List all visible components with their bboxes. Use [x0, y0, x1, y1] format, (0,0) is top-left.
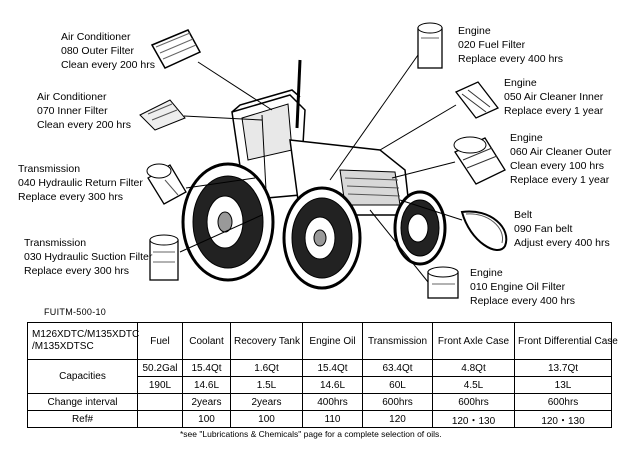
table-cell: 1.5L — [230, 376, 303, 394]
table-cell: 14.6L — [182, 376, 231, 394]
table-row: Capacities 50.2Gal 15.4Qt 1.6Qt 15.4Qt 6… — [27, 359, 612, 394]
row-label: Capacities — [27, 359, 138, 394]
callout-part: 080 Outer Filter — [61, 45, 134, 57]
callout-part: 030 Hydraulic Suction Filter — [24, 251, 153, 263]
inner-filter-part — [139, 99, 186, 131]
callout-part: 070 Inner Filter — [37, 105, 108, 117]
table-cell: 14.6L — [302, 376, 363, 394]
model-header: M126XDTC/M135XDTC /M135XDTSC — [27, 322, 140, 360]
tractor-illustration — [181, 59, 447, 290]
figure-id: FUITM-500-10 — [44, 307, 107, 317]
table-cell: 13.7Qt — [514, 359, 612, 377]
callout-part: 060 Air Cleaner Outer — [510, 146, 612, 158]
footnote: *see "Lubrications & Chemicals" page for… — [180, 429, 442, 439]
callout-interval: Clean every 200 hrs — [37, 119, 131, 131]
table-cell: 4.8Qt — [432, 359, 515, 377]
callout-interval: Clean every 200 hrs — [61, 59, 155, 71]
model-line-1: M126XDTC/M135XDTC — [32, 329, 140, 340]
row-label: Change interval — [27, 393, 138, 411]
table-cell: 600hrs — [514, 393, 612, 411]
callout-interval: Replace every 300 hrs — [18, 191, 124, 203]
fuel-filter-part — [417, 22, 443, 69]
callout-system: Transmission — [18, 163, 81, 175]
callout-interval: Adjust every 400 hrs — [514, 237, 610, 249]
table-cell: 120・130 — [432, 410, 515, 428]
table-cell: 2years — [182, 393, 231, 411]
table-cell: 4.5L — [432, 376, 515, 394]
callout-part: 040 Hydraulic Return Filter — [18, 177, 143, 189]
callout-part: 090 Fan belt — [514, 223, 573, 235]
callout-belt-fan-belt: Belt 090 Fan belt Adjust every 400 hrs — [514, 208, 610, 250]
callout-interval: Replace every 1 year — [504, 105, 604, 117]
table-cell: 400hrs — [302, 393, 363, 411]
callout-system: Belt — [514, 209, 533, 221]
callout-air-conditioner-outer-filter: Air Conditioner 080 Outer Filter Clean e… — [61, 30, 155, 72]
table-cell: 120・130 — [514, 410, 612, 428]
callout-interval: Replace every 300 hrs — [24, 265, 130, 277]
table-row: Ref# 100 100 110 120 120・130 120・130 — [27, 410, 612, 428]
table-cell: 1.6Qt — [230, 359, 303, 377]
hydraulic-return-filter-part — [146, 163, 187, 205]
column-header: Fuel — [137, 322, 183, 360]
callout-transmission-suction-filter: Transmission 030 Hydraulic Suction Filte… — [24, 236, 152, 278]
table-cell: 13L — [514, 376, 612, 394]
table-cell: 100 — [230, 410, 303, 428]
table-cell: 50.2Gal — [137, 359, 183, 377]
callout-system: Engine — [470, 267, 503, 279]
callout-system: Transmission — [24, 237, 87, 249]
callout-engine-air-cleaner-outer: Engine 060 Air Cleaner Outer Clean every… — [510, 131, 612, 187]
callout-system: Engine — [504, 77, 537, 89]
column-header: Transmission — [362, 322, 433, 360]
column-header: Coolant — [182, 322, 231, 360]
callout-part: 020 Fuel Filter — [458, 39, 526, 51]
callout-part: 010 Engine Oil Filter — [470, 281, 566, 293]
table-cell: 100 — [182, 410, 231, 428]
capacities-table: M126XDTC/M135XDTC /M135XDTSC Fuel Coolan… — [27, 322, 618, 428]
callout-interval: Replace every 400 hrs — [458, 53, 564, 65]
table-cell: 15.4Qt — [182, 359, 231, 377]
table-cell: 190L — [137, 376, 183, 394]
table-cell: 15.4Qt — [302, 359, 363, 377]
leader-lines — [179, 54, 463, 283]
table-cell: 2years — [230, 393, 303, 411]
callout-system: Engine — [458, 25, 491, 37]
air-cleaner-outer-part — [453, 136, 506, 185]
table-cell — [137, 393, 183, 411]
tractor-diagram — [139, 22, 508, 299]
callout-interval-2: Replace every 1 year — [510, 174, 610, 186]
callout-engine-fuel-filter: Engine 020 Fuel Filter Replace every 400… — [458, 24, 563, 66]
row-label: Ref# — [27, 410, 138, 428]
fan-belt-part — [460, 210, 508, 251]
table-row: Change interval 2years 2years 400hrs 600… — [27, 393, 612, 411]
callout-engine-air-cleaner-inner: Engine 050 Air Cleaner Inner Replace eve… — [504, 76, 603, 118]
table-cell: 60L — [362, 376, 433, 394]
table-cell: 120 — [362, 410, 433, 428]
column-header: Front Axle Case — [432, 322, 515, 360]
callout-air-conditioner-inner-filter: Air Conditioner 070 Inner Filter Clean e… — [37, 90, 131, 132]
engine-oil-filter-part — [427, 266, 459, 299]
column-header: Recovery Tank — [230, 322, 303, 360]
model-line-2: /M135XDTSC — [32, 341, 94, 352]
air-cleaner-inner-part — [454, 81, 500, 119]
callout-engine-oil-filter: Engine 010 Engine Oil Filter Replace eve… — [470, 266, 575, 308]
table-cell: 110 — [302, 410, 363, 428]
callout-interval: Clean every 100 hrs — [510, 160, 604, 172]
column-header: Engine Oil — [302, 322, 363, 360]
hydraulic-suction-filter-part — [149, 234, 179, 281]
callout-part: 050 Air Cleaner Inner — [504, 91, 604, 103]
table-cell: 600hrs — [362, 393, 433, 411]
callout-transmission-return-filter: Transmission 040 Hydraulic Return Filter… — [18, 162, 143, 204]
table-header-row: M126XDTC/M135XDTC /M135XDTSC Fuel Coolan… — [27, 322, 618, 360]
callout-interval: Replace every 400 hrs — [470, 295, 576, 307]
callout-system: Air Conditioner — [37, 91, 107, 103]
callout-system: Engine — [510, 132, 543, 144]
outer-filter-part — [150, 29, 202, 69]
table-cell: 63.4Qt — [362, 359, 433, 377]
table-cell — [137, 410, 183, 428]
callout-system: Air Conditioner — [61, 31, 131, 43]
table-cell: 600hrs — [432, 393, 515, 411]
column-header: Front Differential Case — [514, 322, 618, 360]
